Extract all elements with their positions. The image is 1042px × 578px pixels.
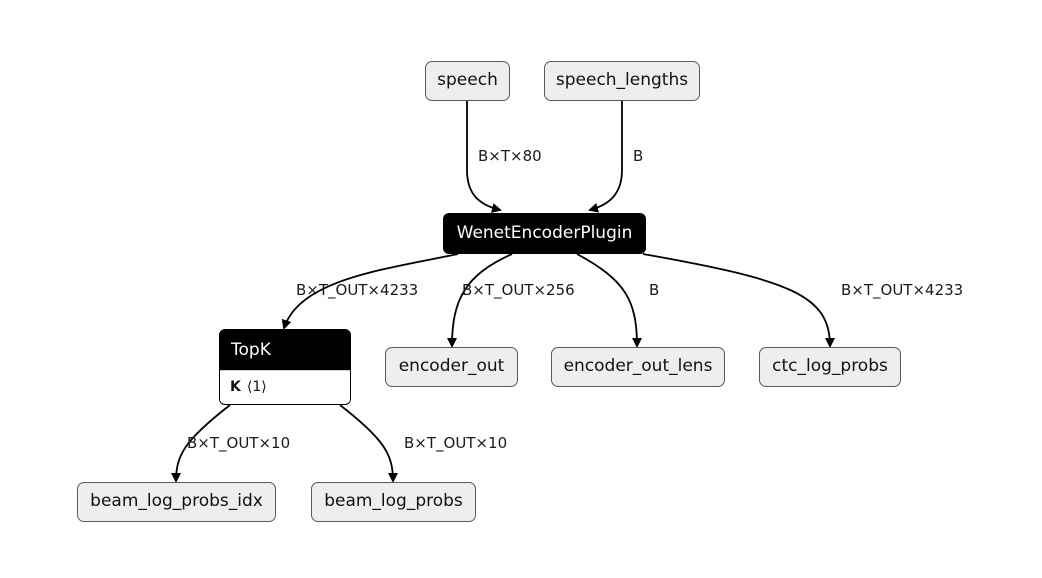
output-node-encoder-out[interactable]: encoder_out (385, 347, 518, 387)
edge-label-ctc-log-probs: B×T_OUT×4233 (841, 281, 963, 300)
edge-label-beam-log-probs-idx: B×T_OUT×10 (187, 434, 290, 453)
edge-label-encoder-out: B×T_OUT×256 (462, 281, 575, 300)
edge-label-speech-lengths: B (633, 147, 643, 165)
attribute-value: ⟨1⟩ (246, 379, 267, 395)
edge-label-encoder-out-lens: B (649, 281, 659, 299)
edge-label-beam-log-probs: B×T_OUT×10 (404, 434, 507, 453)
operator-attribute-row: K ⟨1⟩ (220, 370, 350, 403)
attribute-name: K (230, 379, 241, 395)
operator-title: TopK (220, 330, 350, 370)
output-node-ctc-log-probs[interactable]: ctc_log_probs (759, 347, 901, 387)
output-node-beam-log-probs[interactable]: beam_log_probs (311, 482, 476, 522)
edge-label-topk-input: B×T_OUT×4233 (296, 281, 418, 300)
edge-encoder-to-encoder-out (447, 253, 513, 348)
edge-lengths-to-encoder (588, 100, 623, 213)
input-node-speech[interactable]: speech (425, 61, 510, 101)
edge-encoder-to-topk (281, 253, 459, 330)
edge-topk-to-beam-log-probs (339, 404, 398, 483)
edge-encoder-to-encoder-out-lens (576, 253, 642, 348)
operator-title: WenetEncoderPlugin (456, 223, 633, 243)
edge-label-speech: B×T×80 (478, 147, 542, 165)
operator-node-topk[interactable]: TopK K ⟨1⟩ (219, 329, 351, 405)
operator-node-wenet-encoder[interactable]: WenetEncoderPlugin (443, 213, 646, 254)
edge-encoder-to-ctc-log-probs (642, 253, 835, 348)
input-node-speech-lengths[interactable]: speech_lengths (544, 61, 700, 101)
output-node-encoder-out-lens[interactable]: encoder_out_lens (551, 347, 725, 387)
output-node-beam-log-probs-idx[interactable]: beam_log_probs_idx (77, 482, 276, 522)
edge-speech-to-encoder (466, 100, 502, 213)
edge-topk-to-beam-log-probs-idx (171, 404, 231, 483)
